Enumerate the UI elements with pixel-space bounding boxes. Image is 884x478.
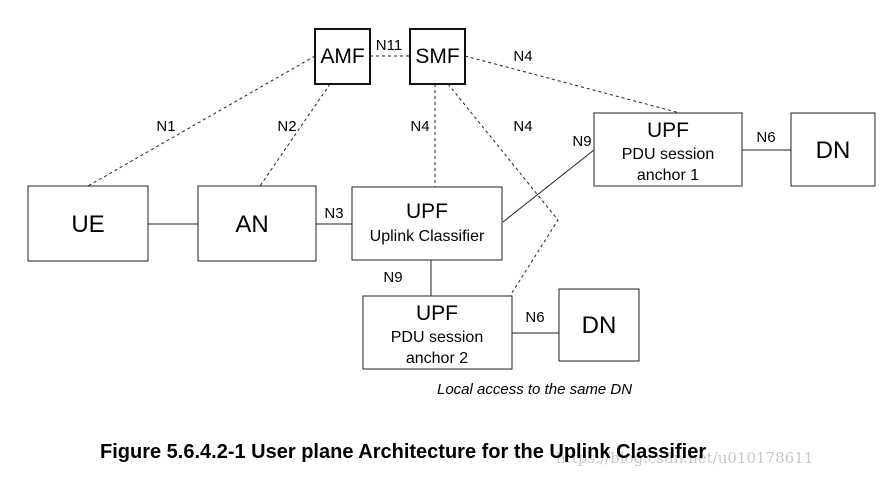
n9-psa1-link bbox=[502, 149, 595, 223]
smf-label: SMF bbox=[415, 45, 459, 68]
n4-ulcl-label: N4 bbox=[410, 118, 429, 135]
upf-psa1-line2: anchor 1 bbox=[637, 167, 699, 184]
dn1-label: DN bbox=[816, 137, 851, 164]
dn2-node: DN bbox=[558, 288, 640, 362]
ue-node: UE bbox=[27, 185, 149, 262]
n4-psa2-label: N4 bbox=[513, 118, 532, 135]
n6-psa1-label: N6 bbox=[756, 129, 775, 146]
figure-caption: Figure 5.6.4.2-1 User plane Architecture… bbox=[100, 441, 706, 463]
dn2-label: DN bbox=[582, 312, 617, 339]
upf-psa1-title: UPF bbox=[647, 119, 689, 142]
upf-psa2-node: UPF PDU session anchor 2 bbox=[362, 295, 513, 370]
amf-label: AMF bbox=[320, 45, 364, 68]
n2-label: N2 bbox=[277, 118, 296, 135]
upf-ulcl-title: UPF bbox=[406, 200, 448, 223]
n9-psa2-label: N9 bbox=[383, 269, 402, 286]
n4-smf-psa1-link bbox=[464, 55, 681, 114]
amf-node: AMF bbox=[314, 28, 371, 85]
an-label: AN bbox=[235, 211, 268, 238]
upf-psa1-line1: PDU session bbox=[622, 146, 714, 163]
local-access-note: Local access to the same DN bbox=[437, 381, 632, 398]
n11-label: N11 bbox=[376, 37, 402, 54]
upf-ulcl-subtitle: Uplink Classifier bbox=[370, 228, 485, 245]
smf-node: SMF bbox=[409, 28, 466, 85]
n9-psa1-label: N9 bbox=[572, 133, 591, 150]
n3-label: N3 bbox=[324, 205, 343, 222]
n6-psa2-label: N6 bbox=[525, 309, 544, 326]
ue-label: UE bbox=[71, 211, 104, 238]
n1-link bbox=[87, 55, 316, 187]
n1-label: N1 bbox=[156, 118, 175, 135]
dn1-node: DN bbox=[790, 112, 876, 187]
upf-psa2-title: UPF bbox=[416, 302, 458, 325]
watermark-text: https://blog.csdn.net/u010178611 bbox=[556, 449, 813, 467]
an-node: AN bbox=[197, 185, 317, 262]
upf-psa2-line1: PDU session bbox=[391, 329, 483, 346]
n4-top-label: N4 bbox=[513, 48, 532, 65]
upf-ulcl-node: UPF Uplink Classifier bbox=[351, 186, 503, 261]
n4-smf-psa2-link bbox=[447, 83, 559, 297]
upf-psa1-node: UPF PDU session anchor 1 bbox=[593, 112, 743, 187]
upf-psa2-line2: anchor 2 bbox=[406, 350, 468, 367]
n2-link bbox=[259, 83, 331, 187]
